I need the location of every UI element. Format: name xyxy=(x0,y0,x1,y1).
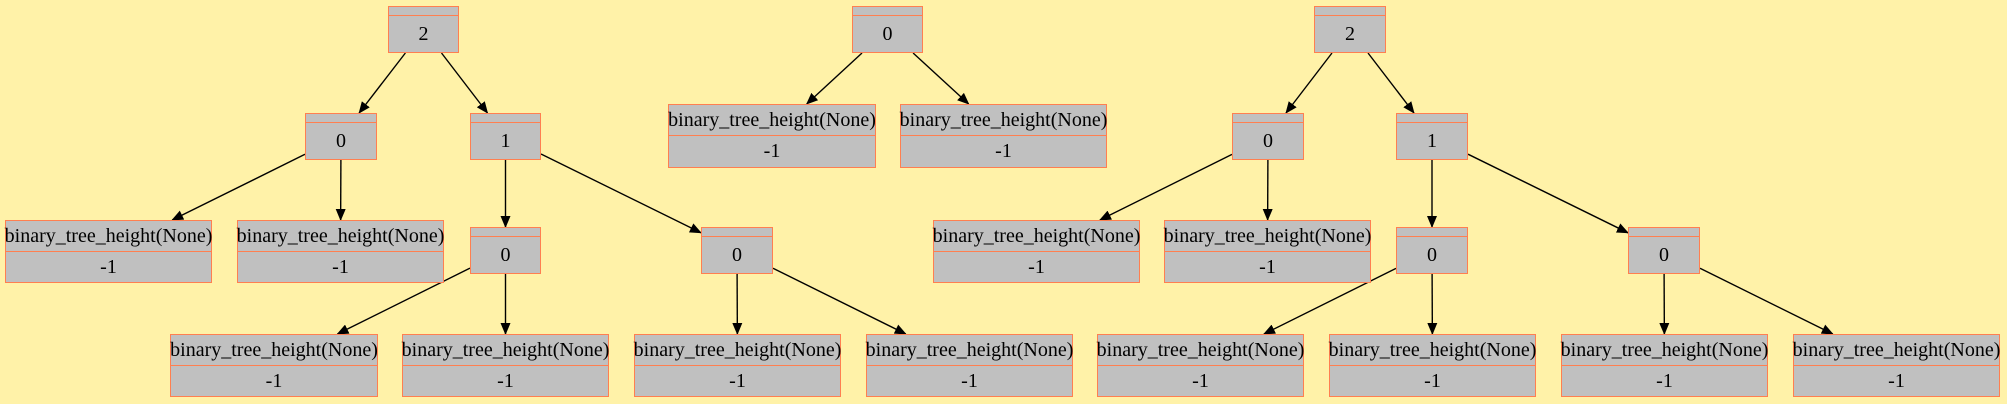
tree-node-value: 2 xyxy=(1314,6,1386,53)
tree-node-call: binary_tree_height(None) -1 xyxy=(1793,334,2000,397)
tree-node-call: binary_tree_height(None) -1 xyxy=(402,334,609,397)
tree-node-value: 0 xyxy=(852,6,923,53)
node-result-label: -1 xyxy=(403,365,608,396)
tree-node-value: 0 xyxy=(1396,227,1468,274)
tree-edge-arrow xyxy=(912,52,970,105)
node-value-label: 2 xyxy=(1345,23,1355,45)
tree-node-value: 0 xyxy=(470,227,541,274)
tree-node-value: 1 xyxy=(1396,113,1468,160)
node-value-label: 0 xyxy=(732,244,742,266)
node-call-label: binary_tree_height(None) xyxy=(668,108,876,131)
tree-node-call: binary_tree_height(None) -1 xyxy=(237,220,444,283)
tree-node-value: 0 xyxy=(1628,227,1700,274)
tree-node-call: binary_tree_height(None) -1 xyxy=(1097,334,1304,397)
node-call-label: binary_tree_height(None) xyxy=(865,338,1074,361)
node-result-label: -1 xyxy=(238,251,443,282)
tree-edge-arrow xyxy=(1699,267,1834,335)
node-call-label: binary_tree_height(None) xyxy=(899,108,1108,131)
node-value-label: 0 xyxy=(1659,244,1669,266)
node-call-label: binary_tree_height(None) xyxy=(1560,338,1769,361)
node-result-label: -1 xyxy=(6,251,211,282)
tree-node-call: binary_tree_height(None) -1 xyxy=(1329,334,1536,397)
tree-node-value: 1 xyxy=(470,113,541,160)
tree-node-call: binary_tree_height(None) -1 xyxy=(1164,220,1371,283)
tree-edge-arrow xyxy=(1285,52,1333,114)
node-call-label: binary_tree_height(None) xyxy=(932,224,1141,247)
tree-edge-arrow xyxy=(440,52,489,114)
node-result-label: -1 xyxy=(171,365,377,396)
tree-edge-arrow xyxy=(772,267,907,335)
node-call-label: binary_tree_height(None) xyxy=(170,338,378,361)
tree-node-call: binary_tree_height(None) -1 xyxy=(900,104,1107,168)
node-call-label: binary_tree_height(None) xyxy=(1792,338,2001,361)
tree-node-value: 0 xyxy=(305,113,377,160)
tree-node-call: binary_tree_height(None) -1 xyxy=(634,334,841,397)
tree-node-call: binary_tree_height(None) -1 xyxy=(5,220,212,283)
tree-node-call: binary_tree_height(None) -1 xyxy=(1561,334,1768,397)
node-result-label: -1 xyxy=(1330,365,1535,396)
node-result-label: -1 xyxy=(934,251,1139,282)
node-value-label: 0 xyxy=(1263,130,1273,152)
tree-edge-arrow xyxy=(1263,267,1397,335)
tree-node-call: binary_tree_height(None) -1 xyxy=(668,104,876,168)
tree-edge-arrow xyxy=(358,52,406,114)
node-call-label: binary_tree_height(None) xyxy=(1096,338,1305,361)
tree-node-value: 0 xyxy=(1232,113,1304,160)
node-result-label: -1 xyxy=(669,135,875,166)
tree-edge-arrow xyxy=(1467,153,1629,234)
node-result-label: -1 xyxy=(1562,365,1767,396)
node-result-label: -1 xyxy=(635,365,840,396)
tree-edge-arrow xyxy=(171,153,306,221)
tree-edge-arrow xyxy=(805,52,863,105)
node-call-label: binary_tree_height(None) xyxy=(236,224,445,247)
node-value-label: 0 xyxy=(1427,244,1437,266)
tree-node-call: binary_tree_height(None) -1 xyxy=(170,334,378,397)
tree-node-call: binary_tree_height(None) -1 xyxy=(866,334,1073,397)
tree-edge-arrow xyxy=(1099,153,1233,221)
node-value-label: 0 xyxy=(336,130,346,152)
node-value-label: 1 xyxy=(1427,130,1437,152)
tree-node-value: 2 xyxy=(388,6,459,53)
node-result-label: -1 xyxy=(1794,365,1999,396)
node-value-label: 0 xyxy=(882,23,893,45)
node-result-label: -1 xyxy=(867,365,1072,396)
tree-edge-arrow xyxy=(336,267,471,335)
node-call-label: binary_tree_height(None) xyxy=(401,338,610,361)
tree-edge-arrow xyxy=(540,153,702,234)
tree-node-value: 0 xyxy=(701,227,773,274)
node-value-label: 2 xyxy=(418,23,429,45)
node-call-label: binary_tree_height(None) xyxy=(1328,338,1537,361)
node-result-label: -1 xyxy=(1165,251,1370,282)
node-result-label: -1 xyxy=(901,135,1106,166)
node-value-label: 0 xyxy=(500,244,511,266)
node-value-label: 1 xyxy=(500,130,511,152)
node-call-label: binary_tree_height(None) xyxy=(633,338,842,361)
tree-node-call: binary_tree_height(None) -1 xyxy=(933,220,1140,283)
node-call-label: binary_tree_height(None) xyxy=(4,224,213,247)
node-call-label: binary_tree_height(None) xyxy=(1163,224,1372,247)
node-result-label: -1 xyxy=(1098,365,1303,396)
tree-edge-arrow xyxy=(1367,52,1415,114)
